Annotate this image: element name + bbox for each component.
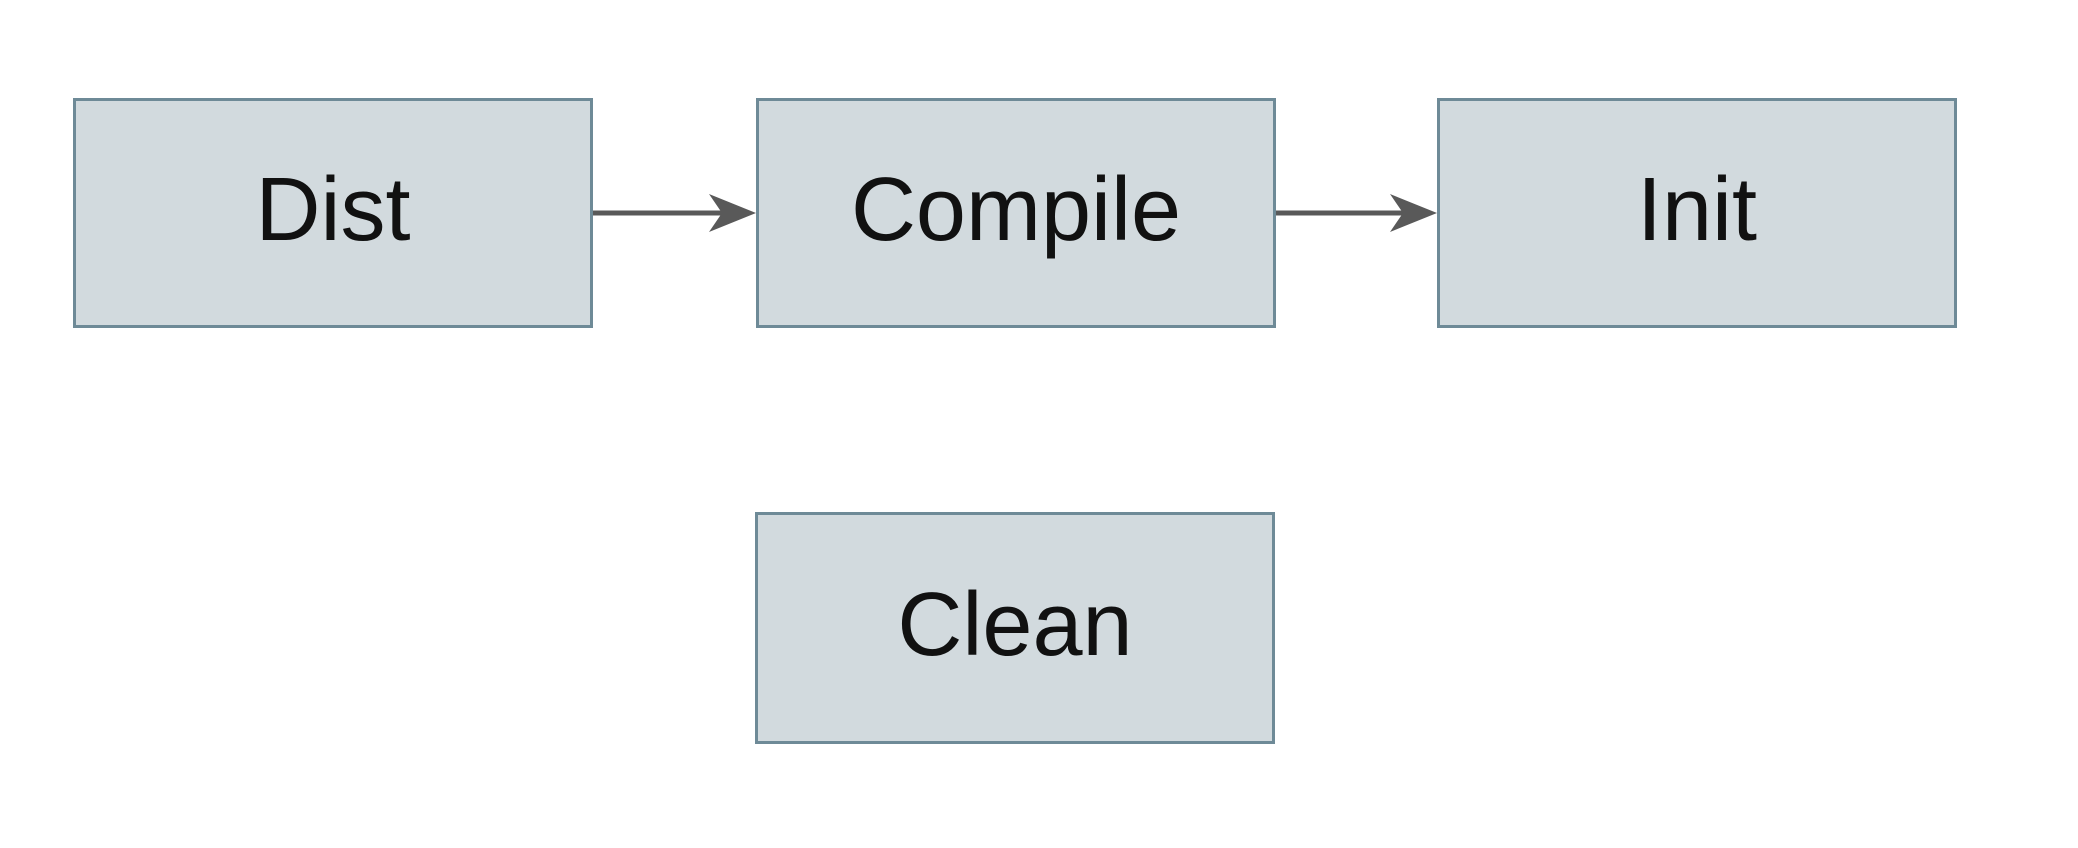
arrow-compile-to-init-icon — [1276, 194, 1437, 232]
node-compile[interactable]: Compile — [756, 98, 1276, 328]
node-clean-label: Clean — [897, 575, 1133, 675]
node-dist[interactable]: Dist — [73, 98, 593, 328]
node-init-label: Init — [1636, 160, 1758, 260]
arrow-dist-to-compile-icon — [593, 194, 756, 232]
node-compile-label: Compile — [850, 160, 1182, 260]
node-init[interactable]: Init — [1437, 98, 1957, 328]
node-dist-label: Dist — [255, 160, 411, 260]
node-clean[interactable]: Clean — [755, 512, 1275, 744]
